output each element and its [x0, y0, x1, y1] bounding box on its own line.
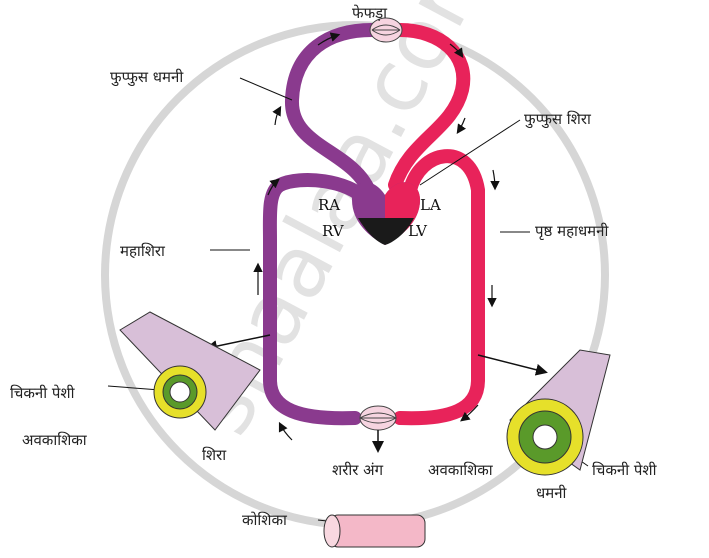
- label-pulmonary-vein: फुप्फुस शिरा: [524, 110, 592, 129]
- label-vein-lumen: अवकाशिका: [22, 431, 88, 449]
- label-capillary: कोशिका: [242, 511, 288, 529]
- label-artery: धमनी: [536, 484, 568, 502]
- label-vein: शिरा: [202, 446, 227, 464]
- vein-pointer-arrow: [205, 334, 271, 353]
- label-rv: RV: [322, 222, 345, 240]
- label-artery-lumen: अवकाशिका: [428, 461, 494, 479]
- artery-illustration: [506, 349, 611, 476]
- capillary-illustration: [323, 514, 426, 548]
- label-pulmonary-artery: फुप्फुस धमनी: [110, 68, 184, 87]
- label-artery-smooth-muscle: चिकनी पेशी: [592, 461, 658, 479]
- label-vein-smooth-muscle: चिकनी पेशी: [10, 384, 76, 402]
- oxygenated-vessels: [388, 23, 485, 426]
- label-body-organs: शरीर अंग: [332, 461, 384, 479]
- label-la: LA: [420, 196, 441, 214]
- label-lungs: फेफड़ा: [352, 4, 388, 22]
- label-lv: LV: [408, 222, 428, 240]
- vein-illustration: [119, 311, 261, 431]
- pointer-lines: [107, 77, 589, 523]
- artery-pointer-arrow: [477, 354, 548, 376]
- label-vena-cava: महाशिरा: [120, 242, 166, 260]
- label-ra: RA: [318, 196, 340, 214]
- flow-arrows: [253, 32, 500, 441]
- label-dorsal-aorta: पृष्ठ महाधमनी: [535, 222, 609, 241]
